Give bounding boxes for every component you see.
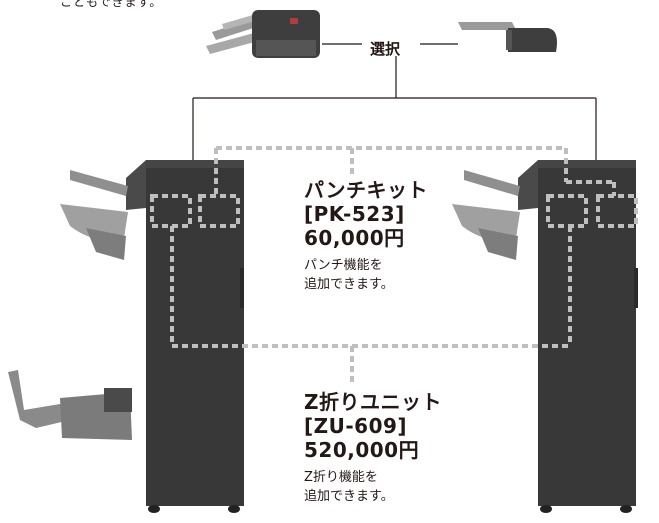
option-desc-line2: 追加できます。 [304,489,394,504]
option-desc-line1: Z折り機能を [304,470,378,485]
option-desc-line1: パンチ機能を [304,258,383,273]
z-fold-unit-callout: Z折りユニット [ZU-609] 520,000円 Z折り機能を 追加できます。 [304,390,442,506]
left-finisher-image [8,160,244,513]
option-price: 60,000円 [304,226,405,250]
option-desc-line2: 追加できます。 [304,277,394,292]
dotted-callout-lines [150,146,638,386]
option-price: 520,000円 [304,438,420,462]
right-finisher-image [452,160,638,513]
top-note: こともできます。 [60,0,163,9]
punch-kit-callout: パンチキット [PK-523] 60,000円 パンチ機能を 追加できます。 [304,178,428,294]
option-name: Z折りユニット [304,390,443,414]
option-code: [PK-523] [304,202,405,226]
connector-lines [192,43,597,166]
option-name: パンチキット [304,178,428,202]
finisher-unit-image [206,10,320,58]
option-code: [ZU-609] [304,414,408,438]
select-label: 選択 [370,40,401,58]
inner-tray-unit-image [458,22,557,52]
